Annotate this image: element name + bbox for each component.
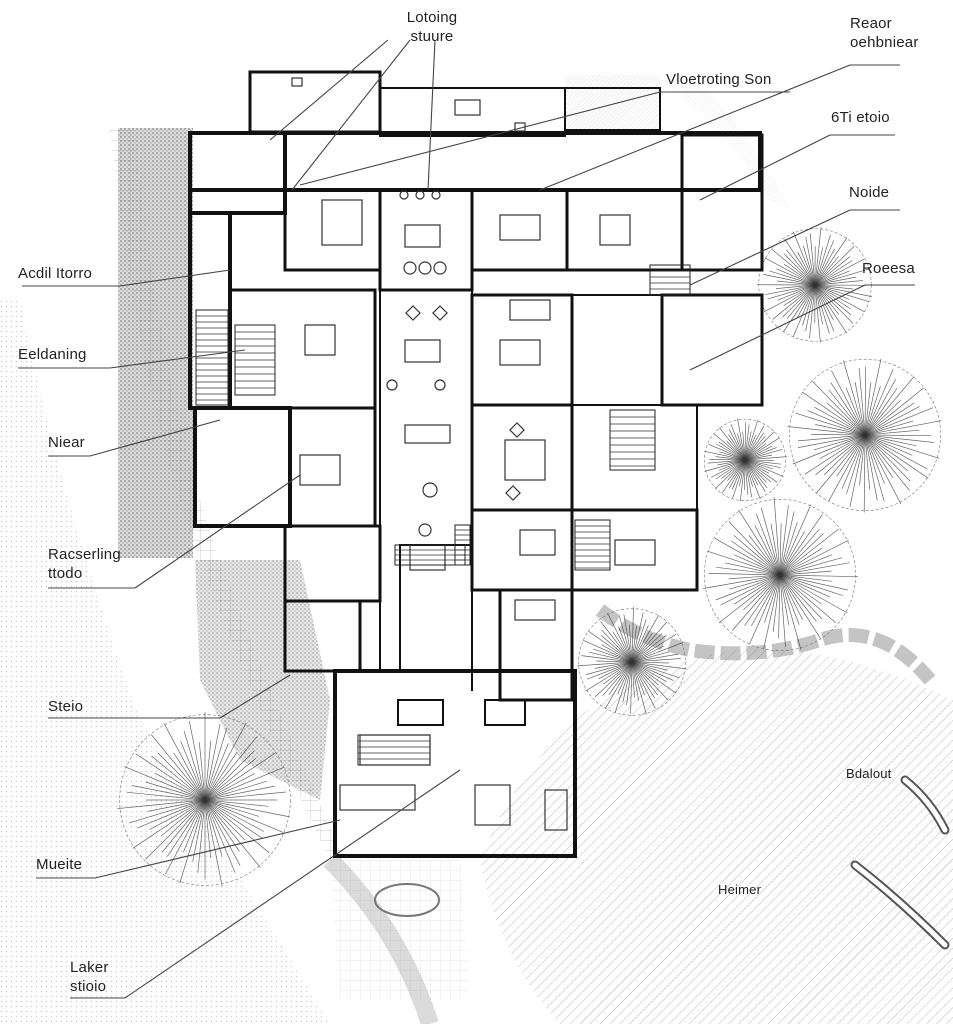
label-6ti-etoio: 6Ti etoio (831, 109, 890, 126)
building-walls (188, 70, 764, 858)
label-mueite: Mueite (36, 856, 83, 873)
label-roeesa: Roeesa (862, 260, 915, 277)
label-heimer: Heimer (718, 882, 762, 897)
label-eeldaning: Eeldaning (18, 346, 87, 363)
tree-canopy (703, 497, 859, 651)
label-vloetroting: Vloetroting Son (666, 71, 772, 88)
label-steio: Steio (48, 698, 84, 715)
stair-hatch (394, 544, 466, 566)
stair-hatch (234, 324, 276, 396)
label-bdalout: Bdalout (846, 766, 892, 781)
furniture-symbol-icon (291, 77, 656, 831)
tree-canopy-icon (117, 227, 942, 887)
callout-leaders (18, 39, 915, 999)
stair-hatch (649, 264, 691, 296)
stair-hatch (609, 409, 656, 471)
stair-hatch (195, 309, 229, 406)
tree-canopy (756, 227, 872, 343)
stair-icon (195, 264, 691, 766)
label-acdil-itorro: Acdil Itorro (18, 265, 93, 282)
stair-hatch (357, 734, 431, 766)
label-noide: Noide (849, 184, 890, 201)
tree-canopy (703, 418, 787, 502)
tree-canopy (577, 607, 687, 716)
label-niear: Niear (48, 434, 85, 451)
tree-canopy (117, 712, 291, 887)
tree-canopy (787, 358, 942, 513)
site-landscape (0, 70, 953, 1024)
stair-hatch (574, 519, 611, 571)
